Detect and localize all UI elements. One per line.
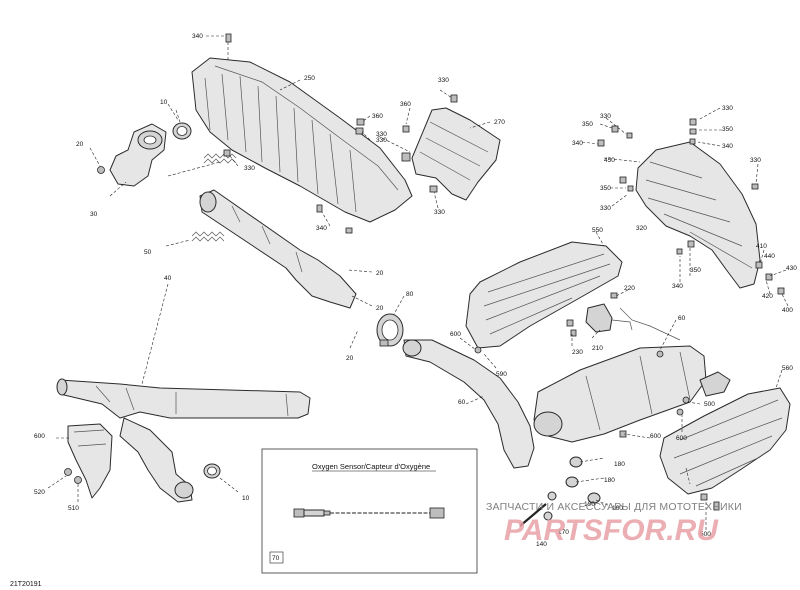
callout-80: 80 — [406, 291, 414, 298]
callout-340: 340 — [192, 33, 203, 40]
inset-ref-70: 70 — [272, 555, 280, 562]
callout-330: 330 — [722, 105, 733, 112]
callout-590: 590 — [496, 371, 507, 378]
callout-40: 40 — [164, 275, 172, 282]
clamp-80[interactable] — [376, 295, 405, 347]
callout-330: 330 — [434, 209, 445, 216]
callout-510: 510 — [68, 505, 79, 512]
callout-350: 350 — [600, 185, 611, 192]
callout-180: 180 — [604, 477, 615, 484]
exhaust-elbow-30[interactable] — [109, 123, 167, 187]
sensor-bracket-210[interactable] — [566, 292, 633, 337]
bolt-510[interactable] — [74, 476, 82, 505]
callout-550: 550 — [592, 227, 603, 234]
callout-20: 20 — [76, 141, 84, 148]
callout-340: 340 — [672, 283, 683, 290]
heat-shield-250[interactable] — [191, 57, 413, 223]
oxygen-sensor-inset: Oxygen Sensor/Capteur d'Oxygène 70 — [261, 448, 478, 574]
callout-10: 10 — [242, 495, 250, 502]
callout-330: 330 — [600, 205, 611, 212]
sealing-ring-10-top[interactable] — [172, 109, 192, 140]
fasteners-330-360-upper[interactable] — [223, 94, 458, 234]
callout-180: 180 — [614, 461, 625, 468]
callout-330: 330 — [376, 131, 387, 138]
callout-350: 350 — [690, 267, 701, 274]
oxygen-sensor-70[interactable] — [293, 507, 445, 519]
callout-500: 500 — [704, 401, 715, 408]
callout-20: 20 — [376, 305, 384, 312]
callout-230: 230 — [572, 349, 583, 356]
callout-170: 170 — [558, 529, 569, 536]
callout-600: 600 — [34, 433, 45, 440]
callout-520: 520 — [34, 489, 45, 496]
callout-600: 600 — [676, 435, 687, 442]
callout-60: 60 — [458, 399, 466, 406]
nut-520[interactable] — [47, 468, 72, 489]
callout-320: 320 — [636, 225, 647, 232]
callout-350: 350 — [582, 121, 593, 128]
front-pipe-60[interactable] — [402, 339, 535, 469]
callout-340: 340 — [316, 225, 327, 232]
callout-410: 410 — [756, 243, 767, 250]
callout-400: 400 — [782, 307, 793, 314]
callout-250: 250 — [304, 75, 315, 82]
tail-heat-shield-560[interactable] — [659, 387, 791, 511]
callout-140: 140 — [536, 541, 547, 548]
callout-600: 600 — [650, 433, 661, 440]
bolt-600-a[interactable] — [474, 346, 482, 354]
muffler-assembly[interactable] — [533, 307, 731, 443]
bolt-340-top[interactable] — [206, 33, 232, 60]
callout-440: 440 — [764, 253, 775, 260]
callout-330: 330 — [376, 137, 387, 144]
callout-160: 160 — [612, 505, 623, 512]
callout-350: 350 — [722, 126, 733, 133]
callout-190: 190 — [584, 501, 595, 508]
callout-560: 560 — [782, 365, 793, 372]
callout-360: 360 — [372, 113, 383, 120]
callout-330: 330 — [244, 165, 255, 172]
sealing-ring-10-bottom[interactable] — [203, 463, 239, 493]
mid-pipe-40[interactable] — [199, 189, 357, 309]
watermark-text: ЗАПЧАСТИ И АКСЕССУАРЫ ДЛЯ МОТОТЕХНИКИ — [486, 501, 742, 513]
callout-numbers: 340 250 10 20 30 330 360 330 330 360 330… — [34, 33, 797, 548]
fasteners-right[interactable] — [597, 118, 785, 295]
diagram-code: 21T20191 — [10, 581, 42, 588]
callout-330: 330 — [600, 113, 611, 120]
callout-50: 50 — [144, 249, 152, 256]
callout-210: 210 — [592, 345, 603, 352]
leader-lines — [109, 79, 789, 530]
callout-360: 360 — [400, 101, 411, 108]
callout-450: 450 — [604, 157, 615, 164]
inset-title: Oxygen Sensor/Capteur d'Oxygène — [312, 462, 430, 471]
bracket-270[interactable] — [411, 107, 501, 201]
callout-60: 60 — [678, 315, 686, 322]
callout-600: 600 — [450, 331, 461, 338]
callout-330: 330 — [438, 77, 449, 84]
springs-50[interactable] — [165, 153, 237, 247]
callout-340: 340 — [722, 143, 733, 150]
callout-20: 20 — [376, 270, 384, 277]
watermark-logo: PARTSFOR.RU — [504, 514, 719, 547]
callout-330: 330 — [750, 157, 761, 164]
callout-10: 10 — [160, 99, 168, 106]
callout-220: 220 — [624, 285, 635, 292]
callout-430: 430 — [786, 265, 797, 272]
clamp-hardware-lower[interactable] — [519, 350, 690, 527]
bracket-600-left[interactable] — [67, 423, 113, 499]
watermark: ЗАПЧАСТИ И АКСЕССУАРЫ ДЛЯ МОТОТЕХНИКИ PA… — [486, 501, 742, 547]
callout-20: 20 — [346, 355, 354, 362]
callout-270: 270 — [494, 119, 505, 126]
callout-340: 340 — [572, 140, 583, 147]
callout-30: 30 — [90, 211, 98, 218]
leader-40 — [141, 283, 169, 385]
washer-20-left[interactable] — [89, 147, 105, 174]
heat-shield-320[interactable] — [635, 141, 761, 289]
lower-pipe-assembly[interactable] — [56, 378, 311, 503]
callout-500: 500 — [700, 531, 711, 538]
callout-420: 420 — [762, 293, 773, 300]
